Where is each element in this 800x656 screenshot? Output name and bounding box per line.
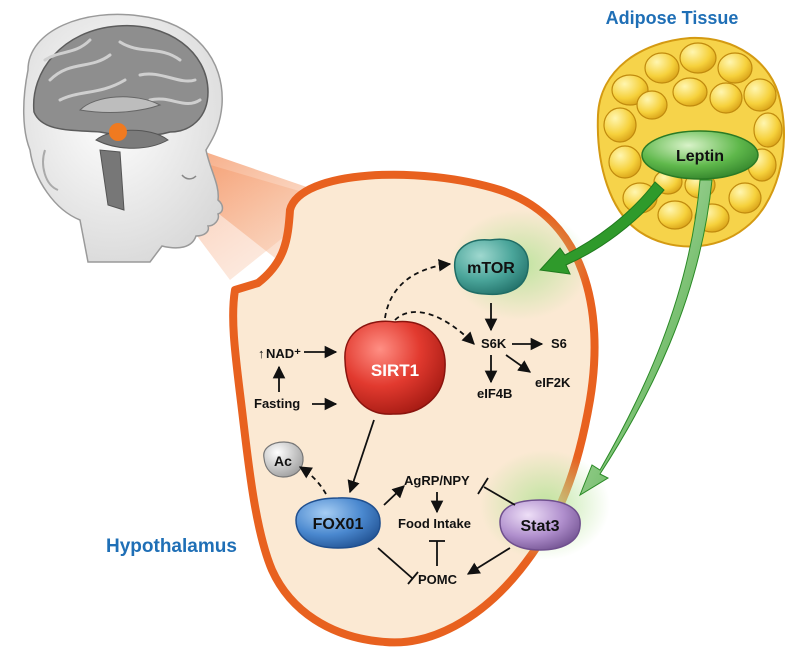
stat3-node: Stat3 [499,499,581,551]
s6-label: S6 [551,336,567,351]
leptin-to-stat3-arrow [578,179,713,497]
fox01-label: FOX01 [313,516,364,533]
stat3-inhibits-agrp [483,486,516,506]
s6k-to-eif2k-arrow [505,354,532,373]
ac-node: Ac [263,441,304,478]
mtor-node: mTOR [454,238,529,296]
s6k-label: S6K [481,336,507,351]
mtor-label: mTOR [467,260,515,277]
stat3-inhibits-agrp-bar [477,477,489,495]
stat3-to-pomc-arrow [466,547,511,575]
brain-illustration [23,13,224,263]
leptin-label: Leptin [676,148,724,165]
sirt1-label: SIRT1 [371,361,419,380]
fox01-inhibits-pomc [377,547,413,579]
agrp-npy-label: AgRP/NPY [404,473,470,488]
sirt1-to-mtor-dashed-arrow [384,259,452,319]
sirt1-node: SIRT1 [344,320,446,415]
food-intake-label: Food Intake [398,516,471,531]
hypothalamus-dot [109,123,127,141]
fasting-label: Fasting [254,396,300,411]
fox01-to-agrp-arrow [383,485,405,506]
nad-arrow-label: ↑ [258,346,265,361]
nad-label: NAD⁺ [266,346,301,361]
leptin-node: Leptin [641,130,759,180]
adipose-tissue-title: Adipose Tissue [606,8,739,28]
eif4b-label: eIF4B [477,386,512,401]
leptin-to-mtor-arrow [538,181,665,275]
pomc-label: POMC [418,572,458,587]
hypothalamus-title: Hypothalamus [106,536,237,557]
ac-label: Ac [274,453,292,469]
eif2k-label: eIF2K [535,375,571,390]
stat3-label: Stat3 [520,518,559,535]
fox01-to-ac-dashed-arrow [298,466,327,495]
fox01-inhibits-pomc-bar [407,571,419,585]
fox01-node: FOX01 [295,497,381,549]
sirt1-to-fox01-arrow [347,419,375,494]
